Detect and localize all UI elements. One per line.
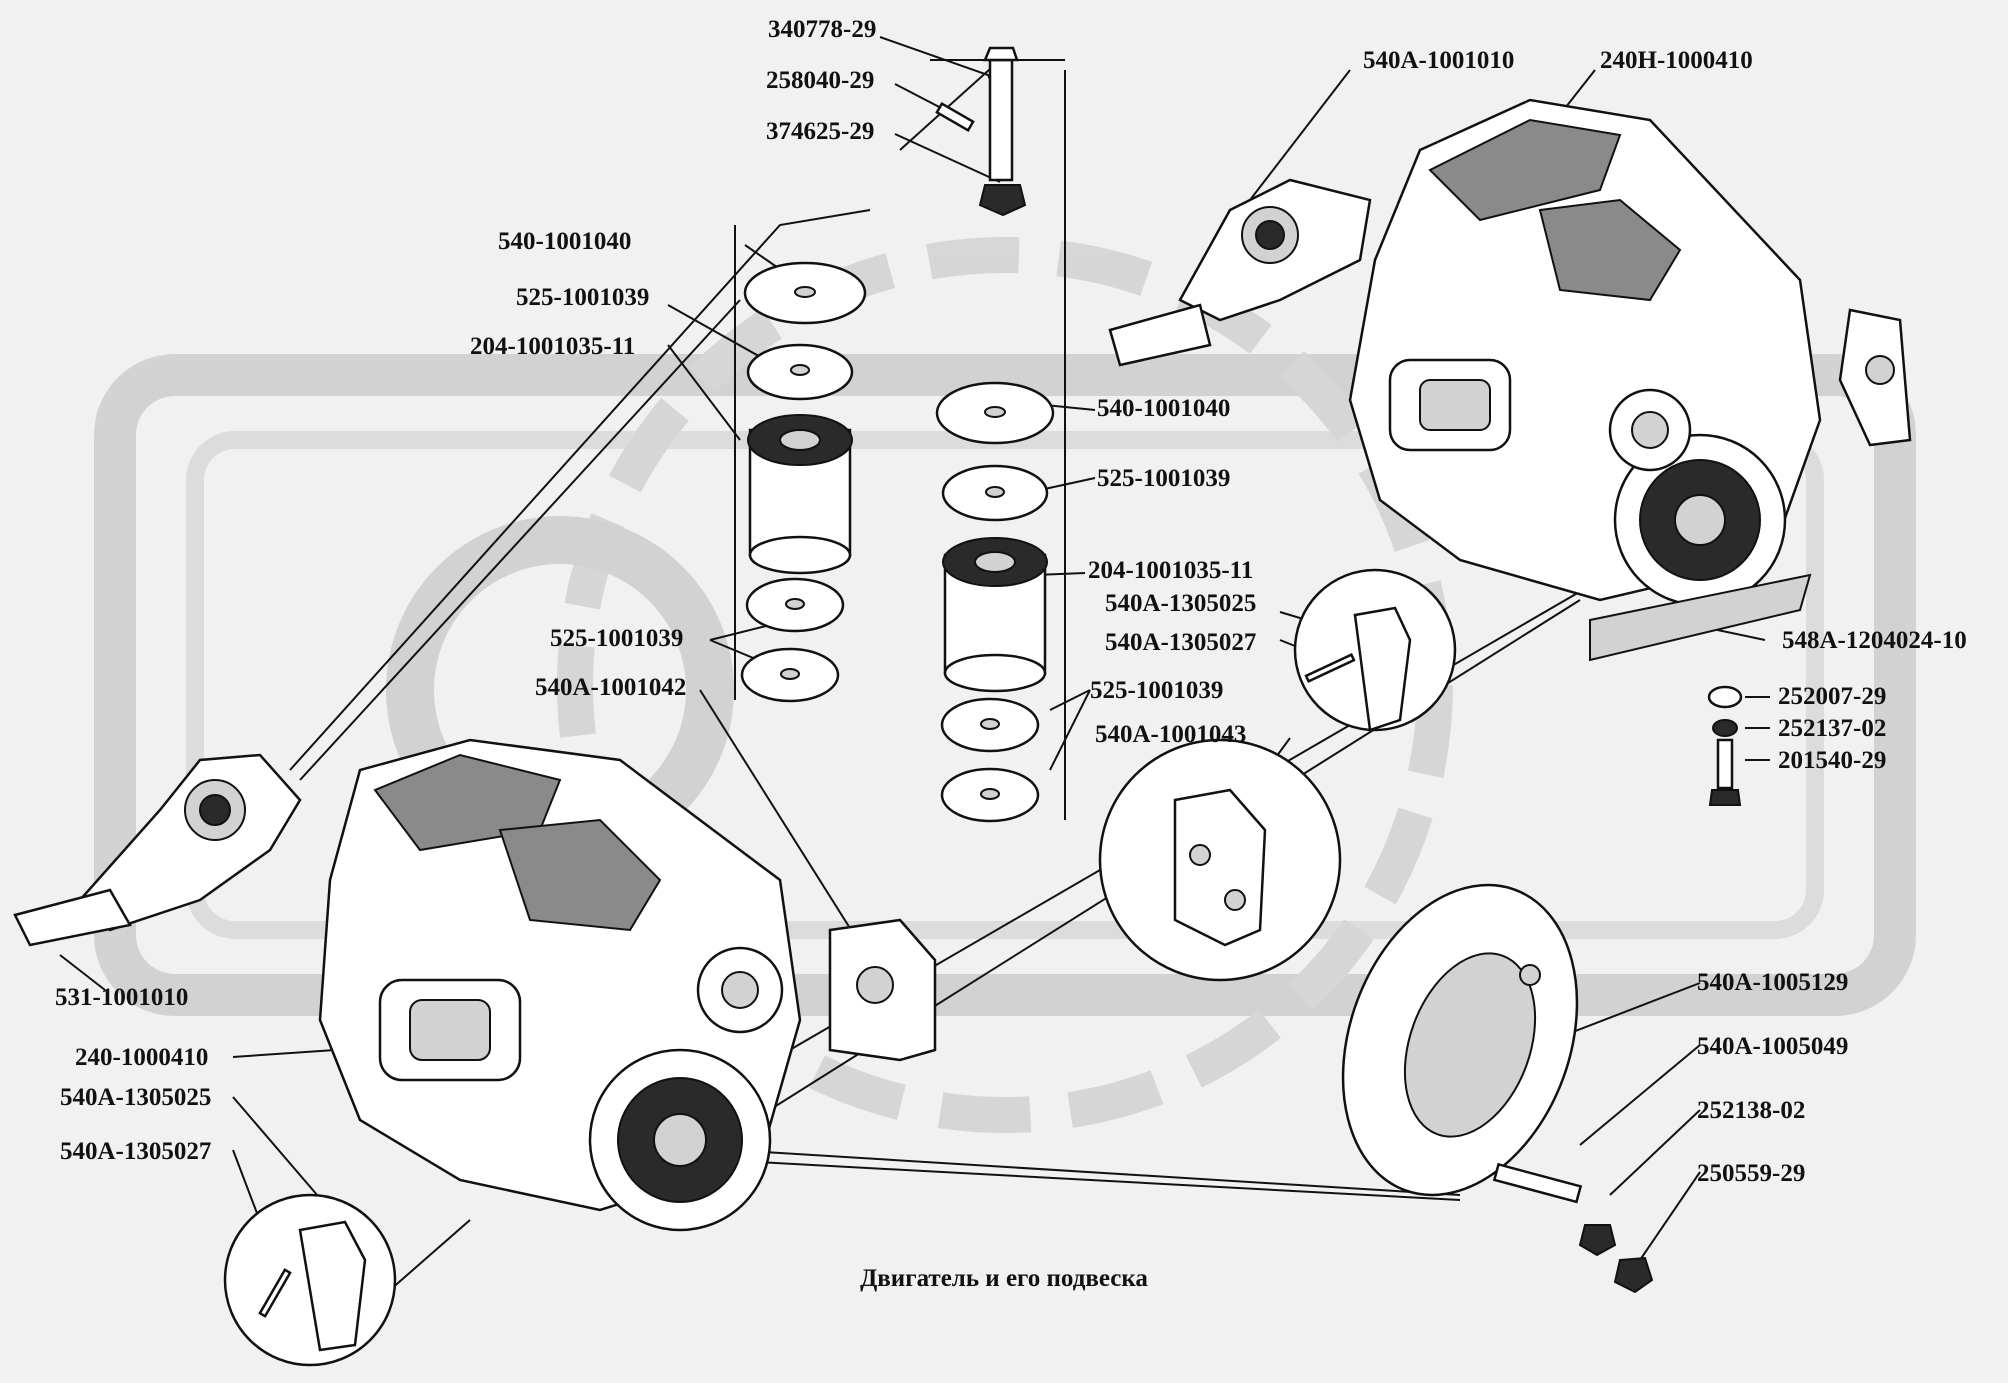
label-540-1001040-a: 540-1001040: [498, 228, 632, 255]
diagram-caption: Двигатель и его подвеска: [860, 1265, 1148, 1292]
bracket-left-bottom: [13, 753, 302, 947]
right-mount-stack: [935, 381, 1055, 823]
label-525-1001039-c: 525-1001039: [550, 625, 684, 652]
label-204-1001035-11-b: 204-1001035-11: [1088, 557, 1254, 584]
rear-support-plate: [828, 918, 937, 1062]
label-340778-29: 340778-29: [768, 16, 877, 43]
label-540a-1001043: 540А-1001043: [1095, 721, 1247, 748]
label-540a-1005129: 540А-1005129: [1697, 969, 1849, 996]
left-mount-stack: [740, 261, 867, 703]
label-525-1001039-b: 525-1001039: [1097, 465, 1231, 492]
label-540a-1001042: 540А-1001042: [535, 674, 687, 701]
label-258040-29: 258040-29: [766, 67, 875, 94]
label-252137-02: 252137-02: [1778, 715, 1887, 742]
label-240-1000410: 240-1000410: [75, 1044, 209, 1071]
label-540a-1305025-a: 540А-1305025: [1105, 590, 1257, 617]
detail-circle-right: [1293, 568, 1457, 732]
gasket-ring: [1341, 883, 1579, 1197]
engine-left: [318, 738, 802, 1232]
label-525-1001039-a: 525-1001039: [516, 284, 650, 311]
support-bracket-1001043: [1098, 738, 1342, 982]
label-540a-1005049: 540А-1005049: [1697, 1033, 1849, 1060]
stud-set: [1492, 1162, 1654, 1294]
engine-right: [1348, 98, 1912, 607]
label-374625-29: 374625-29: [766, 118, 875, 145]
label-250559-29: 250559-29: [1697, 1160, 1806, 1187]
top-bolt-set: [935, 46, 1027, 217]
label-540a-1001010: 540А-1001010: [1363, 47, 1515, 74]
bolt-set-right: [1707, 685, 1743, 806]
label-252007-29: 252007-29: [1778, 683, 1887, 710]
label-540a-1305025-b: 540А-1305025: [60, 1084, 212, 1111]
label-201540-29: 201540-29: [1778, 747, 1887, 774]
label-540a-1305027-a: 540А-1305027: [1105, 629, 1257, 656]
label-240n-1000410: 240Н-1000410: [1600, 47, 1753, 74]
belt-strap: [1589, 573, 1812, 662]
detail-circle-left: [223, 1193, 397, 1367]
label-548a-1204024-10: 548А-1204024-10: [1782, 627, 1967, 654]
label-531-1001010: 531-1001010: [55, 984, 189, 1011]
label-204-1001035-11-a: 204-1001035-11: [470, 333, 636, 360]
label-252138-02: 252138-02: [1697, 1097, 1806, 1124]
bracket-right-top: [1108, 178, 1372, 367]
label-540a-1305027-b: 540А-1305027: [60, 1138, 212, 1165]
label-525-1001039-d: 525-1001039: [1090, 677, 1224, 704]
label-540-1001040-b: 540-1001040: [1097, 395, 1231, 422]
